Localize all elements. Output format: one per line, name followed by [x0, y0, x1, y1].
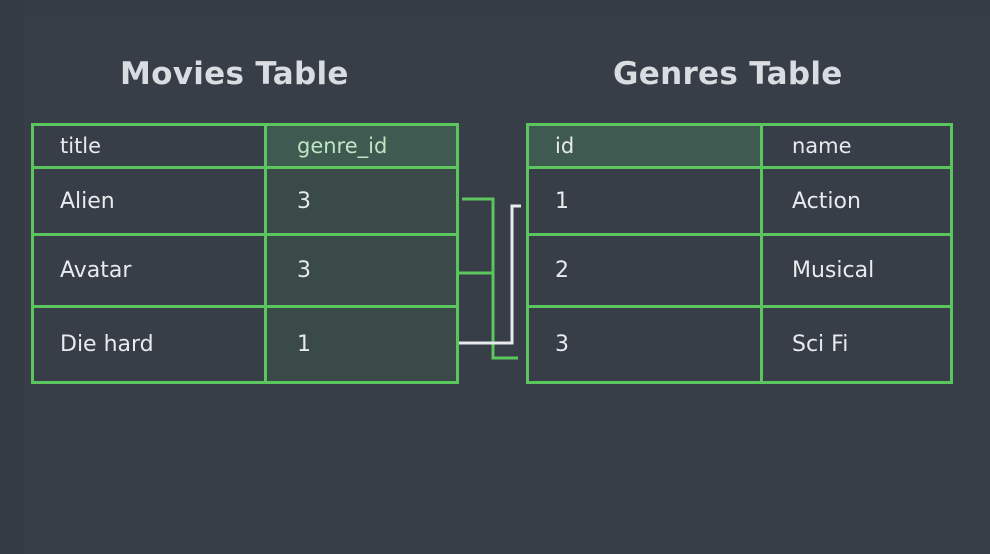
movies-row: Die hard 1 — [31, 305, 459, 384]
movies-header-row: title genre_id — [31, 123, 459, 169]
movie-title-cell: Alien — [31, 166, 267, 236]
genre-name-cell: Action — [760, 166, 953, 236]
movie-genre-id-cell: 3 — [264, 166, 459, 236]
connector-diehard-to-action — [459, 204, 521, 345]
connector-alien-to-scifi — [462, 197, 518, 360]
movies-table: title genre_id Alien 3 Avatar 3 Die hard… — [31, 123, 459, 384]
genre-id-cell: 2 — [526, 233, 763, 308]
genres-row: 3 Sci Fi — [526, 305, 953, 384]
movies-header-genre-id: genre_id — [264, 123, 459, 169]
movies-row: Alien 3 — [31, 166, 459, 236]
genres-row: 2 Musical — [526, 233, 953, 308]
genres-table: id name 1 Action 2 Musical 3 Sci Fi — [526, 123, 953, 384]
movies-table-heading: Movies Table — [120, 56, 349, 92]
genres-table-heading: Genres Table — [613, 56, 843, 92]
genre-name-cell: Musical — [760, 233, 953, 308]
background-top-shade — [0, 0, 990, 30]
genre-id-cell: 1 — [526, 166, 763, 236]
movies-header-title: title — [31, 123, 267, 169]
background-left-strip — [0, 0, 24, 554]
movie-genre-id-cell: 3 — [264, 233, 459, 308]
genres-header-row: id name — [526, 123, 953, 169]
movie-title-cell: Avatar — [31, 233, 267, 308]
genres-header-name: name — [760, 123, 953, 169]
genre-id-cell: 3 — [526, 305, 763, 384]
movies-row: Avatar 3 — [31, 233, 459, 308]
movie-title-cell: Die hard — [31, 305, 267, 384]
genres-row: 1 Action — [526, 166, 953, 236]
genres-header-id: id — [526, 123, 763, 169]
movie-genre-id-cell: 1 — [264, 305, 459, 384]
genre-name-cell: Sci Fi — [760, 305, 953, 384]
